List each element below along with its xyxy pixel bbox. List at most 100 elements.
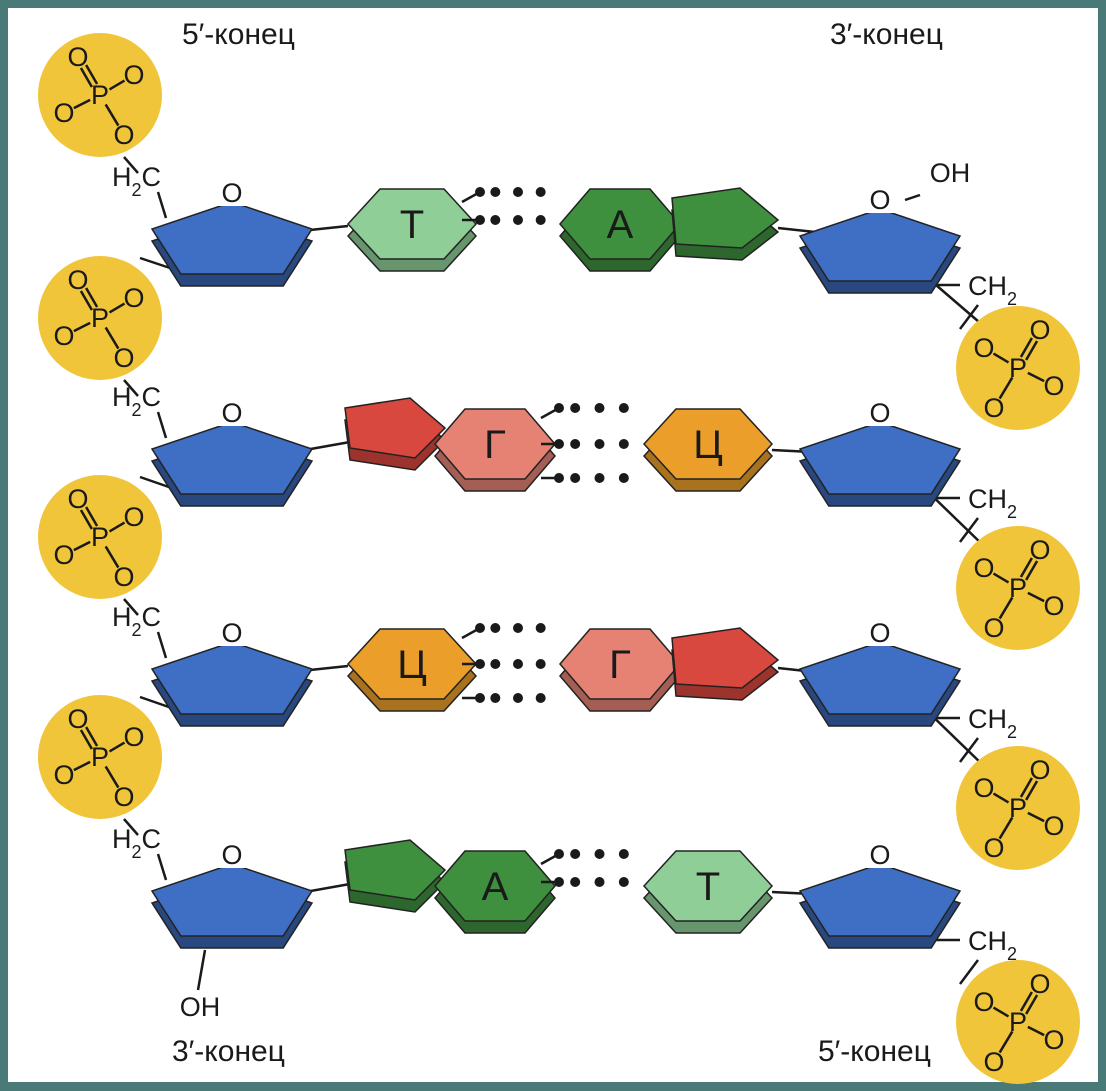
hydroxyl-right: OH [930,158,971,188]
base-right-3-letter: Г [609,643,631,687]
phosphate-left-4-oxygen: O [53,760,74,790]
hydrogen-bond-dot [618,849,629,859]
phosphate-right-1-oxygen: O [1043,371,1064,401]
hydrogen-bond-end [475,215,485,225]
base-left-1-ring6-top [346,188,478,260]
base-right-4-letter: Т [696,865,720,909]
phosphate-right-1-bond [1027,371,1045,383]
base-left-4-letter: А [482,865,509,909]
phosphate-right-4-bond [1027,1025,1045,1037]
phosphate-left-2-circle [38,256,162,380]
phosphate-left-1-circle [38,33,162,157]
sugar-right-3-oxygen: O [869,618,890,648]
phosphate-left-3-bond [108,521,126,533]
sugar-right-2-o-bg [866,400,894,426]
phosphate-left-1-oxygen: O [53,98,74,128]
sugar-left-4-oxygen: O [221,840,242,870]
phosphate-left-1-oxygen: O [123,60,144,90]
phosphate-right-4-double-bond [1025,994,1039,1015]
sugar-right-3-top [798,641,962,715]
phosphate-right-2-oxygen: O [1029,535,1050,565]
phosphate-left-4-double-bond [85,726,99,747]
phosphate-right-2-oxygen: O [1043,591,1064,621]
ch2-right-4: CH2 [968,926,1017,964]
phosphate-right-3-double-bond [1019,777,1033,798]
hydrogen-bond-end [554,439,564,449]
phosphate-right-2-oxygen: O [973,553,994,583]
phosphate-left-3-phosphorus: P [91,522,109,552]
sugar-left-3-oxygen: O [221,618,242,648]
phosphate-right-1-oxygen: O [983,393,1004,423]
phosphate-left-3-oxygen: O [67,484,88,514]
phosphate-right-4-bond [992,1006,1010,1018]
hydrogen-bond-end [554,403,564,413]
hydrogen-bond-dot [535,215,546,225]
base-left-4-ring5-top [344,839,447,901]
phosphate-left-4-bond [108,741,126,753]
ch2-sugar-bond [156,631,168,659]
phosphate-right-4-oxygen: O [1029,969,1050,999]
phosphate-left-4-bond [104,765,120,789]
hydrogen-bond-end [475,187,485,197]
base-right-1-ring5-top [671,187,780,249]
phosphate-left-1-bond [104,103,120,127]
hydrogen-bond-dot [490,693,501,703]
phosphate-left-3-double-bond [85,506,99,527]
label-5-end-top: 5′-конец [182,18,295,51]
hydrogen-bond-end [554,473,564,483]
phosphate-right-3-double-bond [1025,780,1039,801]
phosphate-right-2-bond [1027,591,1045,603]
hydrogen-bond-dot [570,473,581,483]
ch2-left-3: H2C [112,602,161,640]
sugar-base-bond [309,664,349,672]
phosphate-right-4-oxygen: O [973,987,994,1017]
ch2-phosphate-bond [959,304,979,330]
sugar-left-2-o-bg [218,400,246,426]
base-right-3-ring5-top [671,627,780,689]
hydrogen-bond-dot [535,693,546,703]
phosphate-right-4-bond [998,1030,1014,1054]
phosphate-right-1-double-bond [1025,340,1039,361]
phosphate-right-2-phosphorus: P [1009,573,1027,603]
hydrogen-bond-dot [490,187,501,197]
phosphate-right-1-phosphorus: P [1009,353,1027,383]
phosphate-left-1-double-bond [79,67,93,88]
hydrogen-bond-dot [513,215,523,225]
phosphate-link-bond [123,379,139,397]
hydrogen-bond-dot [618,877,629,887]
phosphate-right-1-double-bond [1019,337,1033,358]
ch2-right-3: CH2 [968,704,1017,742]
phosphate-right-2-oxygen: O [983,613,1004,643]
phosphate-right-1-oxygen: O [1029,315,1050,345]
hydrogen-bond-dot [594,849,605,859]
hydrogen-bond-dot [570,439,581,449]
base-left-1-letter: Т [400,203,424,247]
sugar-right-2-top [798,421,962,495]
ch2-left-4: H2C [112,824,161,862]
base-left-2-ring5-top [344,397,447,459]
phosphate-right-3-oxygen: O [983,833,1004,863]
hydrogen-bond-dot [513,659,523,669]
base-right-1-letter: А [607,203,634,247]
sugar-right-2-oxygen: O [869,398,890,428]
phosphate-right-3-bond [998,816,1014,840]
oh-bond-right [904,193,921,202]
phosphate-link-bond [123,156,139,174]
sugar-left-3-o-bg [218,620,246,646]
phosphate-left-4-phosphorus: P [91,742,109,772]
phosphate-right-1-bond [998,376,1014,400]
hydrogen-bond-dot [618,473,629,483]
phosphate-right-2-double-bond [1019,557,1033,578]
hydrogen-bond-end [475,623,485,633]
phosphate-right-2-bond [998,596,1014,620]
sugar-left-4-top [150,863,314,937]
phosphate-left-2-bond [108,302,126,314]
phosphate-right-1-bond [992,352,1010,364]
